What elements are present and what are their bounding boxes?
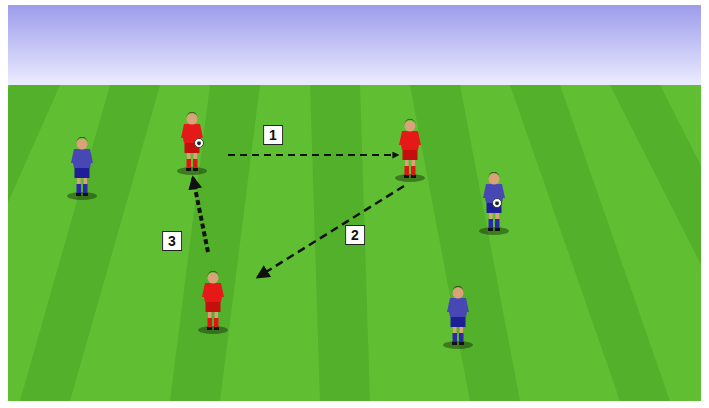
pass-arrow: [228, 154, 398, 156]
pass-arrow: [258, 186, 404, 277]
run-arrow: [193, 178, 208, 252]
red-player: [177, 112, 207, 175]
margin: [701, 0, 709, 408]
callout-number: 2: [345, 225, 365, 245]
grass-stripes: [0, 85, 709, 401]
blue-player: [443, 286, 473, 349]
callout-number: 1: [263, 125, 283, 145]
red-player: [198, 271, 228, 334]
margin: [0, 401, 709, 408]
callout-number: 3: [162, 231, 182, 251]
blue-player: [479, 172, 509, 235]
blue-player: [67, 137, 97, 200]
sky: [8, 5, 701, 85]
margin: [0, 0, 8, 408]
players: [67, 112, 509, 349]
ball: [195, 139, 204, 148]
red-player: [395, 119, 425, 182]
ball: [493, 199, 502, 208]
pass-arrows: [193, 155, 404, 277]
